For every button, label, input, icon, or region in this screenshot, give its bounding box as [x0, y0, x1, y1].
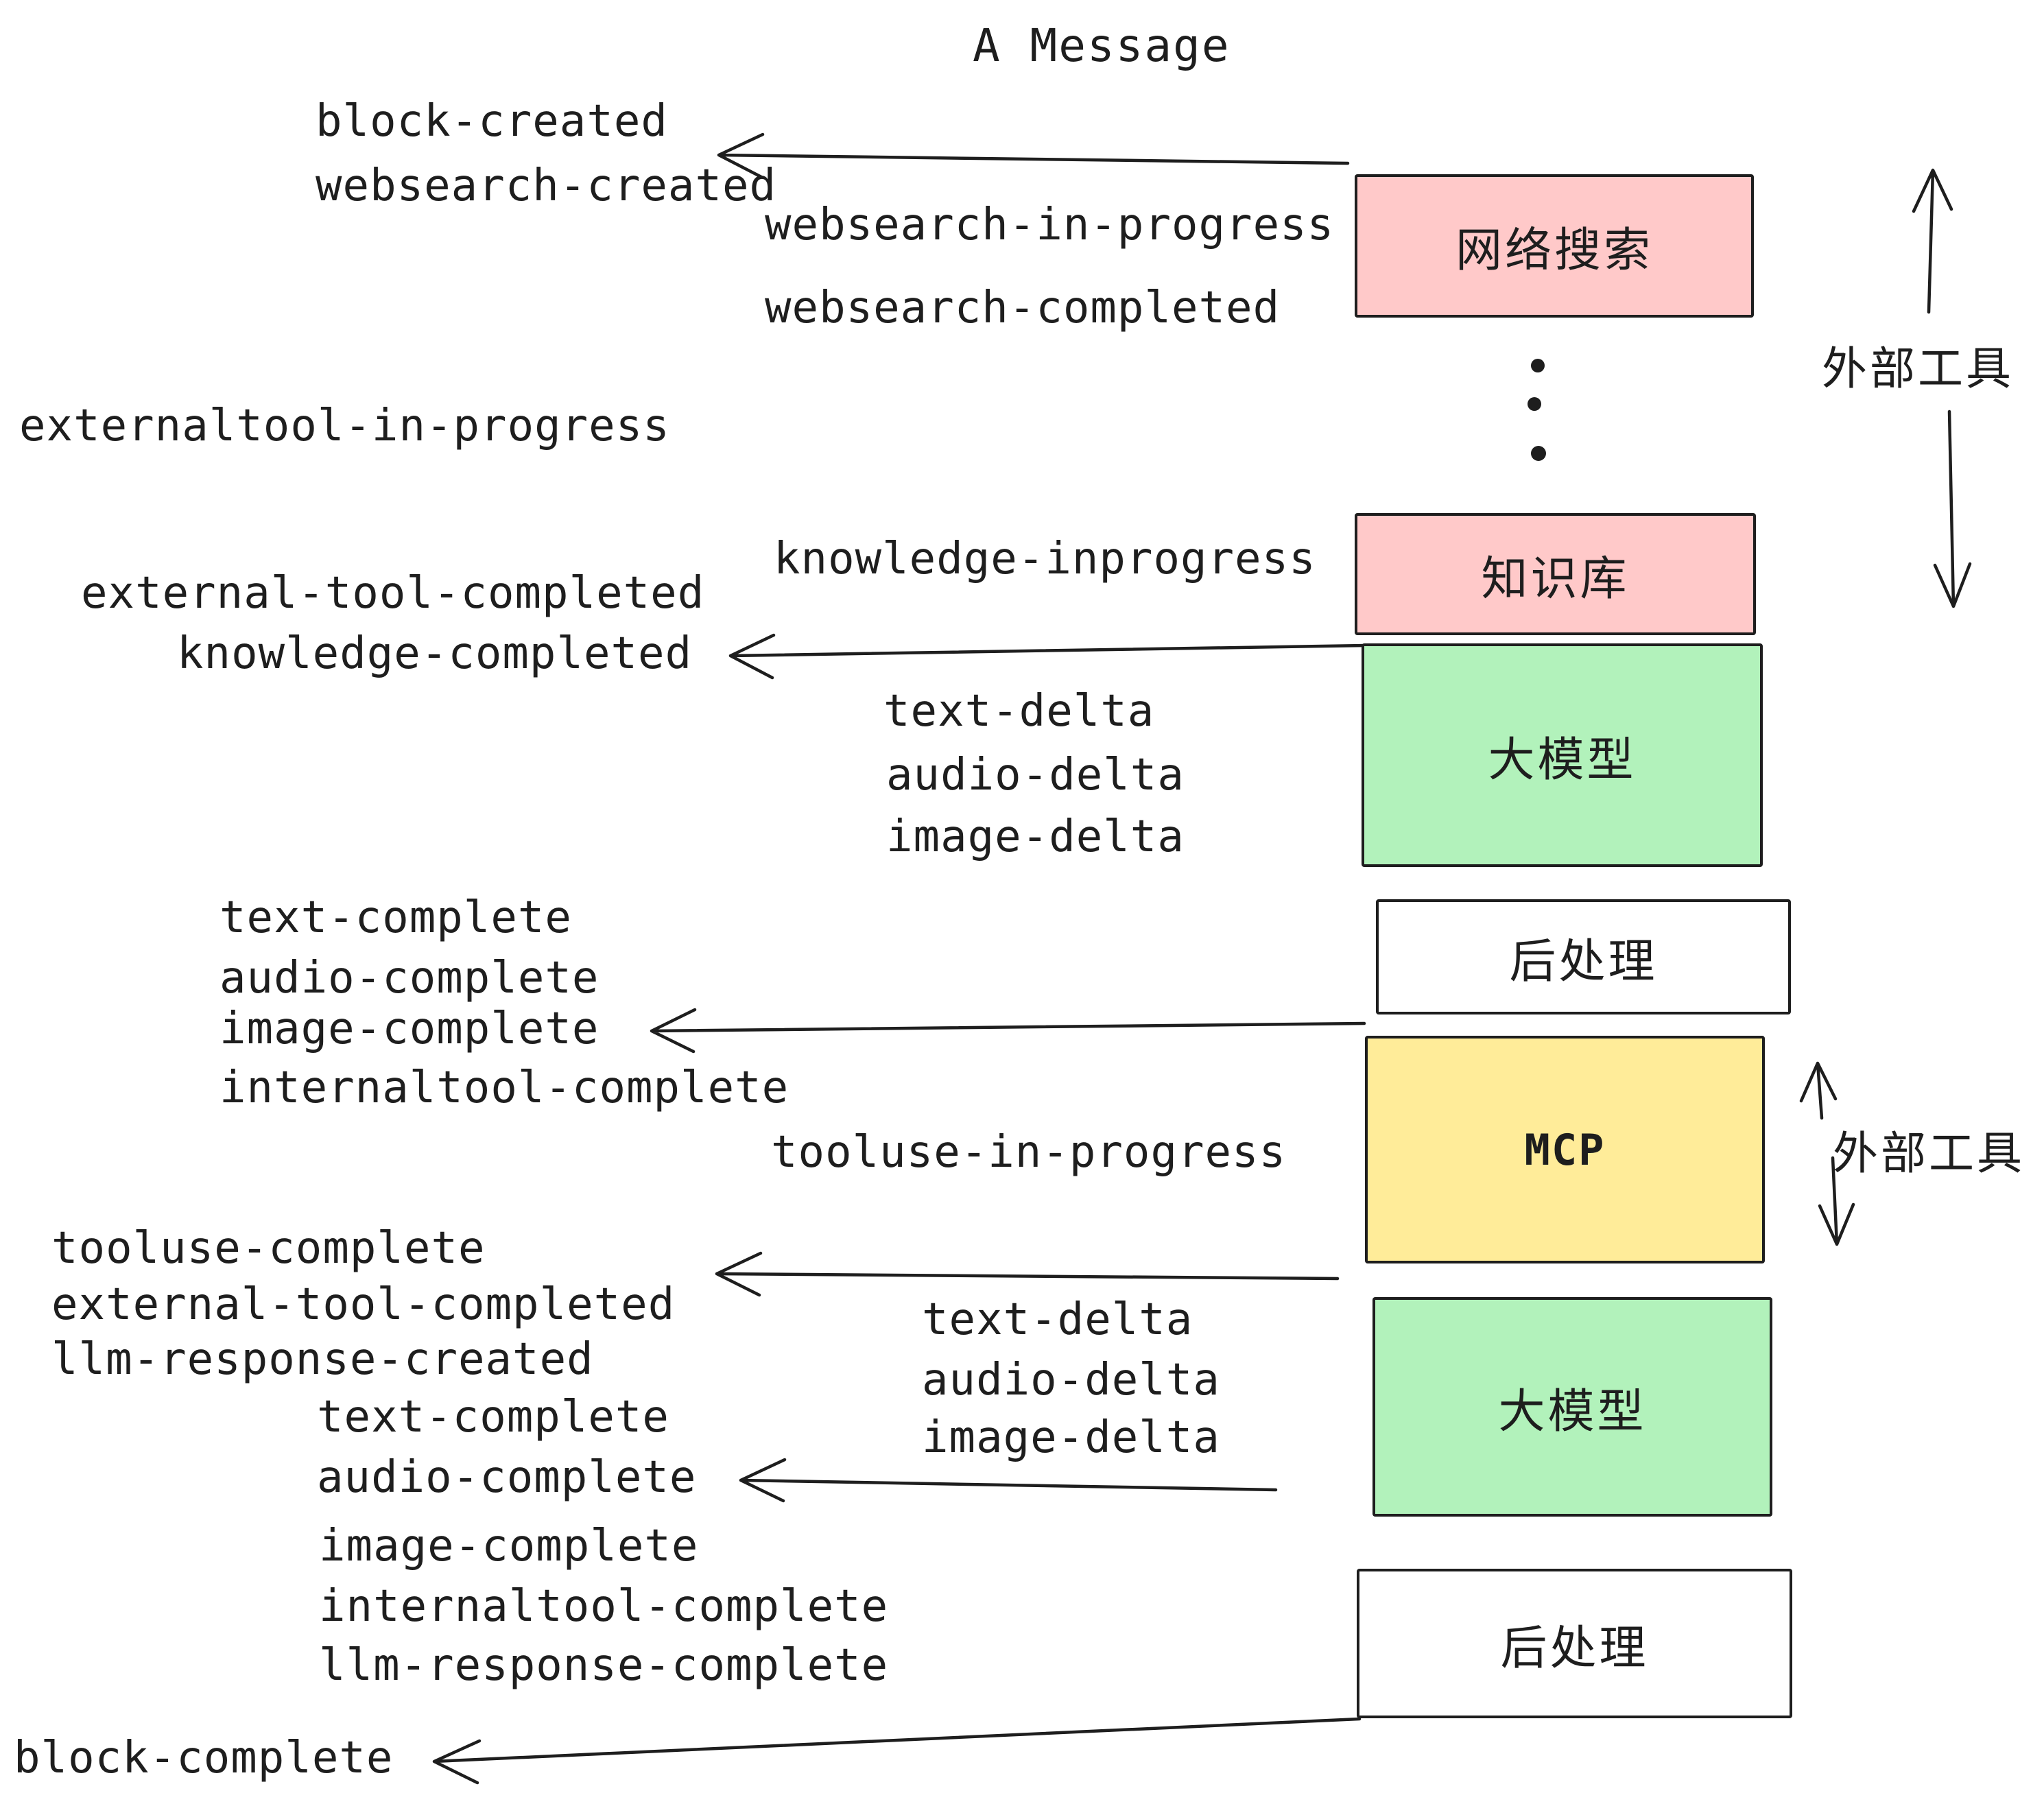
- arrow-audio-complete: [739, 1458, 1278, 1503]
- node-postprocess-bottom: 后处理: [1357, 1569, 1792, 1718]
- event-block-created: block-created: [316, 96, 668, 147]
- event-websearch-created: websearch-created: [316, 161, 777, 211]
- event-audio-delta-1: audio-delta: [886, 750, 1185, 800]
- label-external-tools-top: 外部工具: [1822, 342, 2014, 395]
- event-websearch-in-progress: websearch-in-progress: [765, 200, 1335, 250]
- event-image-complete-2: image-complete: [319, 1521, 699, 1571]
- node-llm-bottom: 大模型: [1372, 1297, 1772, 1517]
- event-external-tool-completed-2: external-tool-completed: [51, 1279, 676, 1330]
- arrow-knowledge-completed: [728, 633, 1367, 680]
- event-image-complete-1: image-complete: [219, 1004, 599, 1054]
- node-mcp: MCP: [1365, 1036, 1765, 1263]
- event-text-complete-1: text-complete: [219, 892, 572, 943]
- event-tooluse-complete: tooluse-complete: [51, 1223, 486, 1274]
- node-postprocess-top: 后处理: [1376, 899, 1791, 1014]
- event-image-delta-2: image-delta: [922, 1412, 1220, 1463]
- event-audio-complete-2: audio-complete: [317, 1452, 697, 1503]
- node-websearch: 网络搜索: [1355, 174, 1754, 318]
- event-externaltool-in-progress: externaltool-in-progress: [19, 401, 670, 451]
- event-external-tool-completed-1: external-tool-completed: [81, 568, 705, 619]
- diagram-title: A Message: [973, 19, 1231, 72]
- event-llm-response-complete: llm-response-complete: [319, 1640, 889, 1691]
- node-llm-top: 大模型: [1362, 643, 1763, 867]
- event-internaltool-complete-1: internaltool-complete: [219, 1063, 789, 1113]
- event-internaltool-complete-2: internaltool-complete: [319, 1581, 889, 1632]
- node-knowledge: 知识库: [1355, 513, 1756, 635]
- event-block-complete: block-complete: [14, 1733, 394, 1783]
- label-external-tools-bottom: 外部工具: [1833, 1127, 2025, 1180]
- arrow-tooluse-complete: [715, 1251, 1340, 1297]
- event-text-complete-2: text-complete: [317, 1392, 669, 1443]
- event-audio-complete-1: audio-complete: [219, 953, 599, 1004]
- event-knowledge-inprogress: knowledge-inprogress: [774, 534, 1316, 584]
- ellipsis-dots: [1528, 359, 1546, 461]
- arrow-block-complete: [432, 1717, 1362, 1785]
- event-audio-delta-2: audio-delta: [922, 1355, 1220, 1405]
- event-knowledge-completed: knowledge-completed: [177, 628, 693, 679]
- arrow-image-complete: [650, 1008, 1366, 1054]
- event-tooluse-in-progress: tooluse-in-progress: [771, 1127, 1287, 1178]
- event-llm-response-created: llm-response-created: [51, 1334, 594, 1385]
- event-websearch-completed: websearch-completed: [765, 283, 1281, 333]
- arrow-external-tools-top-up: [1912, 168, 1953, 314]
- event-text-delta-1: text-delta: [883, 686, 1155, 737]
- event-image-delta-1: image-delta: [886, 811, 1185, 862]
- arrow-external-tools-bottom-up: [1799, 1061, 1838, 1120]
- event-text-delta-2: text-delta: [922, 1294, 1193, 1345]
- arrow-external-tools-top-down: [1933, 410, 1972, 608]
- arrow-block-created: [717, 132, 1350, 179]
